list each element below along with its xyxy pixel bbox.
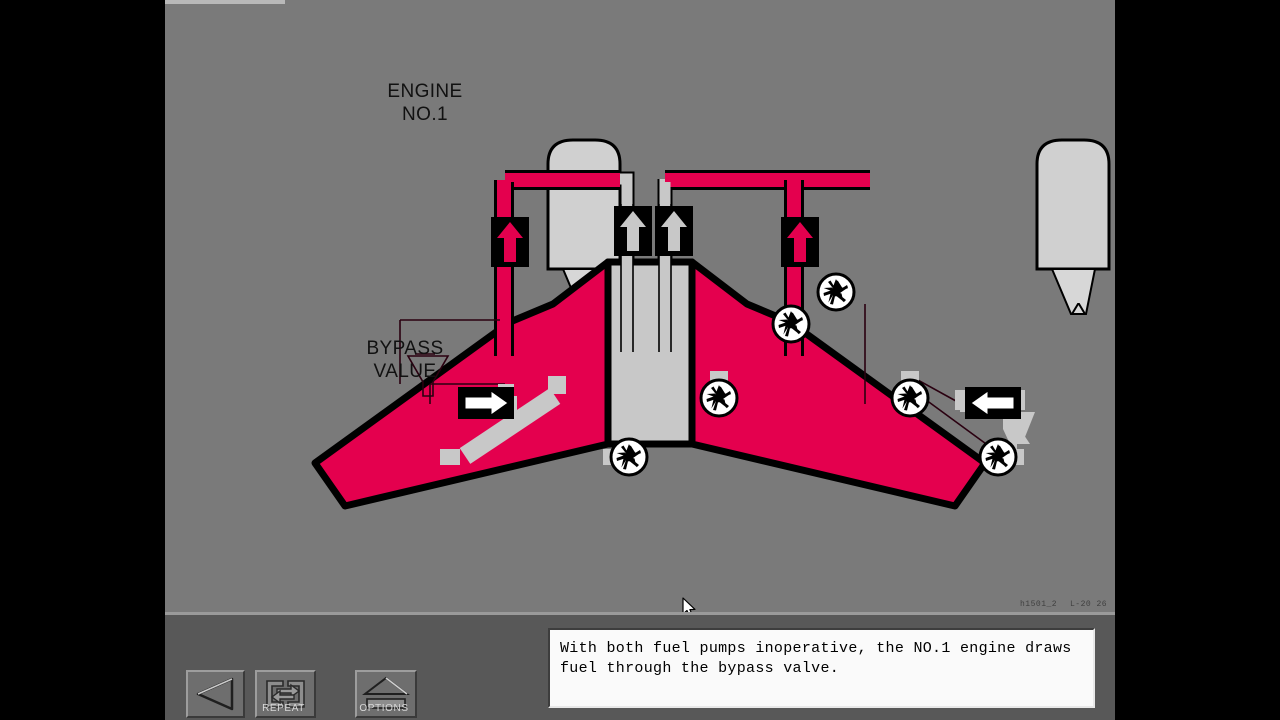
fuel-system-diagram — [311, 138, 1111, 510]
application-window: ENGINE NO.1 BYPASS VALUE h1501_2 L-20 26… — [165, 0, 1115, 720]
bypass-valve-label: BYPASS VALUE — [366, 338, 444, 382]
right-wing-pump-fwd[interactable] — [890, 371, 930, 418]
center-left-crossfeed-valve[interactable] — [614, 206, 652, 256]
stage-toolbar-divider — [165, 612, 1115, 615]
diagram-stage: ENGINE NO.1 BYPASS VALUE — [165, 4, 1115, 612]
lesson-code-right: L-20 26 — [1070, 600, 1108, 609]
center-tank-pump-right[interactable] — [816, 272, 856, 312]
left-wing-sump-funnel — [406, 355, 450, 397]
repeat-button[interactable] — [255, 670, 316, 718]
engine-no-1-label: ENGINE NO.1 — [387, 81, 463, 125]
caption-panel: With both fuel pumps inoperative, the NO… — [548, 628, 1095, 708]
lesson-code-left: h1501_2 — [1020, 600, 1058, 609]
left-bypass-valve[interactable] — [458, 387, 514, 419]
center-right-crossfeed-valve[interactable] — [655, 206, 693, 256]
left-wing-plumbing — [399, 319, 505, 404]
engine-nacelle-right — [1035, 138, 1111, 315]
mouse-cursor — [682, 597, 696, 612]
left-wing-pump-fwd[interactable] — [699, 371, 739, 418]
repeat-loop-icon — [266, 680, 305, 708]
left-wing-pump-aft[interactable] — [603, 437, 649, 477]
back-triangle-icon — [196, 677, 234, 711]
right-bypass-valve[interactable] — [965, 387, 1021, 419]
right-engine-feed-valve[interactable] — [781, 217, 819, 267]
bottom-toolbar: REPEAT OPTIONS With both fuel pumps inop… — [165, 615, 1115, 720]
caption-text: With both fuel pumps inoperative, the NO… — [560, 640, 1072, 677]
center-tank-pump-left[interactable] — [771, 304, 811, 344]
back-button[interactable] — [186, 670, 245, 718]
right-wing-pump-aft[interactable] — [978, 437, 1024, 477]
window-top-strip-cap — [285, 0, 1115, 4]
left-engine-feed-valve[interactable] — [491, 217, 529, 267]
options-button[interactable] — [355, 670, 417, 718]
options-menu-icon — [362, 676, 410, 709]
